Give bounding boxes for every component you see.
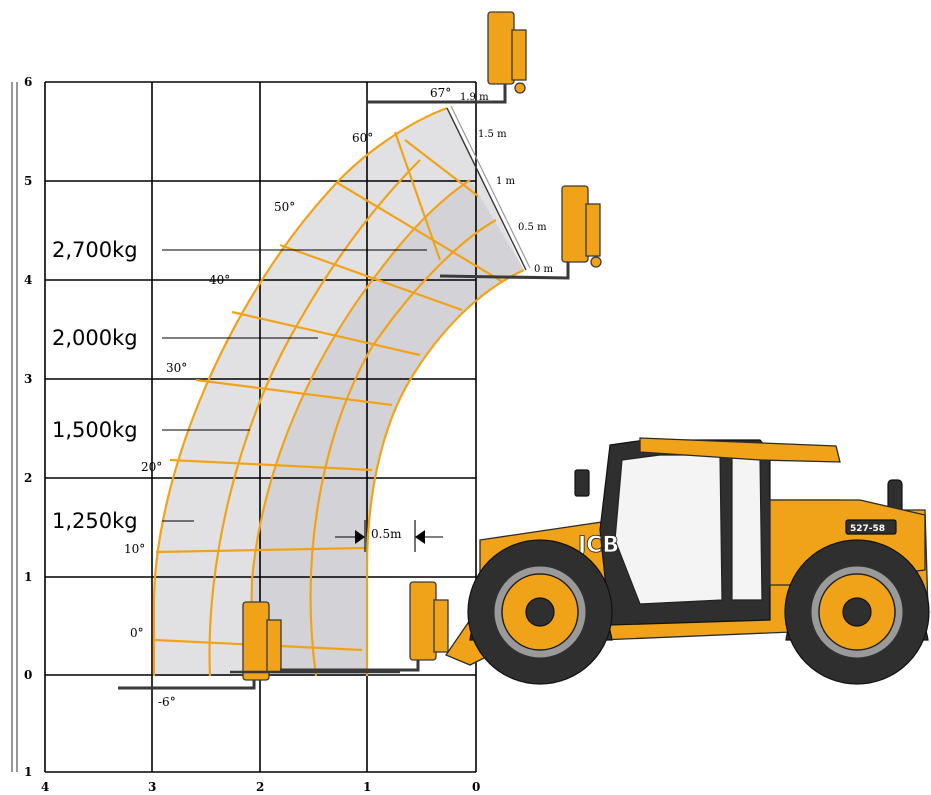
angle-30: 30°	[166, 361, 187, 375]
y-tick-2: 2	[24, 471, 32, 485]
dimension-label: 0.5m	[371, 527, 402, 541]
arc-3	[248, 179, 471, 677]
ext-0-5: 0.5 m	[518, 222, 547, 233]
angle-67: 67°	[430, 86, 451, 100]
angle-40: 40°	[209, 273, 230, 287]
arc-inner	[365, 268, 525, 676]
ext-0: 0 m	[534, 264, 554, 275]
angle-0: 0°	[130, 626, 144, 640]
x-tick-4: 4	[41, 780, 49, 794]
load-label-1250: 1,250kg	[52, 509, 138, 533]
load-zones	[154, 108, 524, 676]
ext-1-5: 1.5 m	[478, 129, 507, 140]
arc-outer	[152, 106, 448, 676]
y-tick-4: 4	[24, 273, 32, 287]
y-tick-3: 3	[24, 372, 32, 386]
y-tick-0: 0	[24, 668, 32, 682]
x-tick-0: 0	[472, 780, 480, 794]
extension-scale	[446, 105, 531, 271]
fork-mid	[439, 185, 602, 280]
y-tick-5: 5	[24, 174, 32, 188]
telehandler-vehicle: 527-58 JCB	[445, 437, 930, 685]
x-tick-3: 3	[148, 780, 156, 794]
arc-4	[309, 219, 497, 677]
y-tick-minus-1: 1	[24, 765, 32, 779]
angle-60: 60°	[352, 131, 373, 145]
ext-1: 1 m	[496, 176, 516, 187]
angle-50: 50°	[274, 200, 295, 214]
fork-low-right	[280, 581, 449, 672]
extension-marks: 1.9 m 1.5 m 1 m 0.5 m 0 m	[460, 92, 554, 275]
load-label-1500: 1,500kg	[52, 418, 138, 442]
ext-1-9: 1.9 m	[460, 92, 489, 103]
angle-10: 10°	[124, 542, 145, 556]
fork-low-left	[118, 601, 400, 690]
load-labels: 2,700kg 2,000kg 1,500kg 1,250kg	[52, 238, 427, 533]
y-tick-6: 6	[24, 75, 32, 89]
y-axis: 6 5 4 3 2 1 0 1	[24, 75, 32, 779]
x-axis: 4 3 2 1 0	[41, 780, 480, 794]
x-tick-1: 1	[363, 780, 371, 794]
dimension-marker: 0.5m	[335, 520, 443, 552]
angle-marks: 67° 60° 50° 40° 30° 20° 10° 0° -6°	[124, 86, 451, 709]
y-tick-1: 1	[24, 570, 32, 584]
arc-2	[208, 159, 421, 677]
fork-top	[366, 11, 527, 110]
angle-20: 20°	[141, 460, 162, 474]
load-label-2000: 2,000kg	[52, 326, 138, 350]
range-arcs	[152, 106, 525, 677]
radial-lines	[154, 131, 504, 652]
x-tick-2: 2	[256, 780, 264, 794]
front-wheel	[467, 539, 613, 685]
angle-minus-6: -6°	[158, 695, 176, 709]
rear-wheel	[784, 539, 930, 685]
load-label-2700: 2,700kg	[52, 238, 138, 262]
vehicle-model: 527-58	[850, 524, 885, 534]
